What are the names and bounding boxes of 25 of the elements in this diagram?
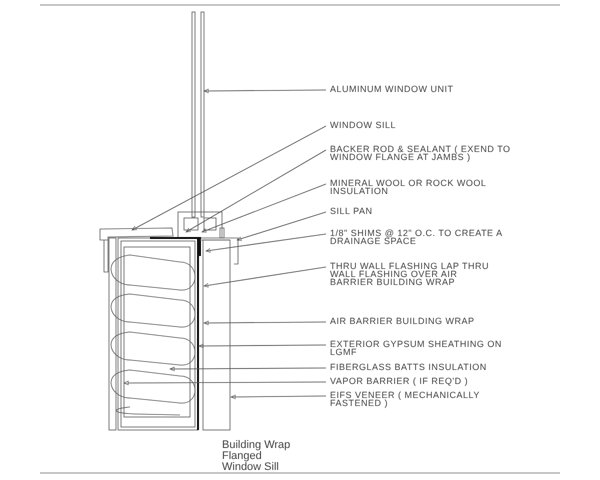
leader-line [206,234,326,253]
leader-line [204,320,326,326]
callout-label: ALUMINUM WINDOW UNIT [330,85,454,93]
callout-label: 1/8" SHIMS @ 12" O.C. TO CREATE A DRAINAGE SPACE [330,229,504,245]
leader-line [230,394,326,400]
leader-line [204,266,326,288]
callout-label: BACKER ROD & SEALANT ( EXEND TO WINDOW FLANGE AT JAMBS ) [330,145,512,161]
leader-line [186,150,326,232]
leader-line [204,88,326,94]
callout-label: AIR BARRIER BUILDING WRAP [330,317,476,325]
callout-label: FIBERGLASS BATTS INSULATION [330,363,488,371]
leader-line [170,366,326,372]
callout-label: SILL PAN [330,207,374,215]
callout-label: VAPOR BARRIER ( IF REQ'D ) [330,377,470,385]
leader-line [198,344,326,348]
leader-line [202,184,326,233]
callout-label: MINERAL WOOL OR ROCK WOOL INSULATION [330,179,488,195]
leader-line [124,380,326,386]
leader-line [132,126,326,230]
callout-label: EIFS VENEER ( MECHANICALLY FASTENED ) [330,391,480,407]
drawing-caption: Building Wrap Flanged Window Sill [222,440,292,473]
leader-line [236,212,326,241]
callout-label: EXTERIOR GYPSUM SHEATHING ON LGMF [330,340,503,356]
callout-label: THRU WALL FLASHING LAP THRU WALL FLASHING OVER AIR BARRIER BUILDING WRAP [330,262,490,286]
callout-label: WINDOW SILL [330,121,398,129]
